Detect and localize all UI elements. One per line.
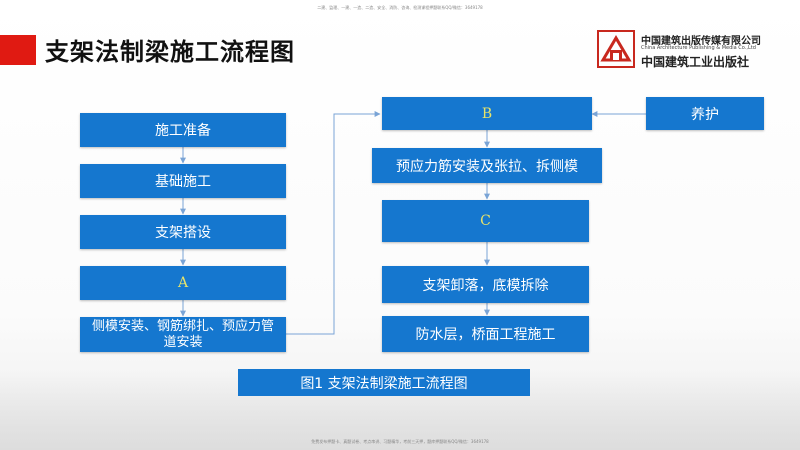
step-formwork-rebar: 侧模安装、钢筋绑扎、预应力管道安装 <box>80 317 286 352</box>
logo-sub-cn: 中国建筑工业出版社 <box>641 55 750 69</box>
footer-note: 免费发布押题卡、真题试卷、考点串讲、习题精华，考前三天押，题库押题联系QQ/微信… <box>311 439 489 444</box>
publisher-logo-icon <box>597 30 635 68</box>
step-scaffold: 支架搭设 <box>80 215 286 249</box>
arrow-left-to-right <box>286 111 381 335</box>
publisher-logo: 中国建筑出版传媒有限公司 China Architecture Publishi… <box>597 30 797 70</box>
step-foundation: 基础施工 <box>80 164 286 198</box>
step-prestress: 预应力筋安装及张拉、拆侧模 <box>372 148 602 183</box>
page-title: 支架法制梁施工流程图 <box>45 38 295 66</box>
header-note: 二建、监理、一建、一造、二造、安全、消防、咨询、检测课程押题联系QQ/微信：36… <box>317 5 483 10</box>
figure-caption: 图1 支架法制梁施工流程图 <box>238 369 530 396</box>
step-curing: 养护 <box>646 97 764 130</box>
step-preparation: 施工准备 <box>80 113 286 147</box>
step-waterproof: 防水层，桥面工程施工 <box>382 316 589 352</box>
step-b: B <box>382 97 592 130</box>
logo-name-en: China Architecture Publishing & Media Co… <box>641 45 756 51</box>
logo-name-cn: 中国建筑出版传媒有限公司 <box>641 36 761 47</box>
step-a: A <box>80 266 286 300</box>
title-accent-bar <box>0 35 36 65</box>
step-unloading: 支架卸落，底模拆除 <box>382 266 589 303</box>
step-c: C <box>382 200 589 242</box>
